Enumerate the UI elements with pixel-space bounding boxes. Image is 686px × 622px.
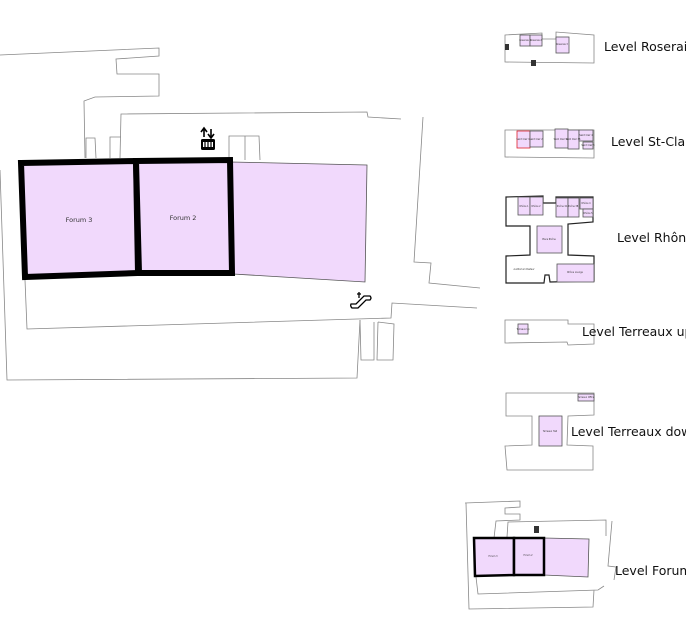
elevator-icon <box>531 60 536 66</box>
room-label: Rhône 4 <box>581 202 591 205</box>
room-label: Saint Clair 1 <box>516 138 530 141</box>
room-label: Auditorium Pasteur <box>514 268 535 271</box>
room-label: Rhône Lounge <box>567 271 583 274</box>
room-label: Saint Clair 3A <box>554 138 569 141</box>
room[interactable] <box>517 323 529 335</box>
room-forum-2[interactable] <box>512 536 546 577</box>
room[interactable] <box>529 130 544 148</box>
room-label: Saint Clair 4 <box>579 134 593 137</box>
level-label[interactable]: Level Terreaux down <box>571 424 686 439</box>
room-label: Rhône 5 <box>583 212 593 215</box>
room-label: Roseraie 2 <box>530 39 542 42</box>
room[interactable] <box>555 36 570 54</box>
room[interactable] <box>582 141 594 150</box>
room-label: Forum 2 <box>170 214 197 222</box>
level-label[interactable]: Level Forum <box>615 563 686 578</box>
room[interactable] <box>582 208 594 218</box>
room-label: Saint Clair 2 <box>529 138 543 141</box>
level-label[interactable]: Level Rhône <box>617 230 686 245</box>
room[interactable] <box>567 197 580 218</box>
level-roseraie[interactable]: Roseraie 1 Roseraie 2 Roseraie 3 Level R… <box>504 31 686 66</box>
room-label: Forum 3 <box>66 216 93 224</box>
room-label: Saint Clair 3B <box>566 138 581 141</box>
building-outline <box>0 47 481 381</box>
room-label: Rhône 3A <box>557 205 568 208</box>
room-forum-2[interactable] <box>132 156 236 276</box>
level-label[interactable]: Level Roseraie <box>604 39 686 54</box>
level-terreaux-down[interactable]: Terreaux Office Terreaux Hall Level Terr… <box>504 392 686 471</box>
main-floor-map[interactable]: Forum 3 Forum 2 <box>0 47 481 381</box>
level-label[interactable]: Level Terreaux up <box>582 324 686 339</box>
room-label: Roseraie 1 <box>519 39 531 42</box>
room-forum-1[interactable] <box>230 161 368 283</box>
elevator-icon <box>534 526 539 533</box>
room-label: Rhône 3B <box>568 205 579 208</box>
level-rhone[interactable]: Rhône 1 Rhône 2 Rhône 3A Rhône 3B Rhône … <box>505 195 686 284</box>
room[interactable] <box>529 34 543 47</box>
escalator-icon <box>350 292 372 309</box>
room-label: Terreaux Up <box>516 328 530 331</box>
room-label: Roseraie 3 <box>556 43 568 46</box>
room[interactable] <box>538 415 563 447</box>
room-label: Saint Clair 5 <box>581 144 595 147</box>
room-label: Forum 2 <box>523 554 533 557</box>
room[interactable] <box>529 196 544 216</box>
room-label: Rhône 2 <box>531 205 541 208</box>
level-forum[interactable]: Forum 3 Forum 2 Level Forum <box>464 500 686 610</box>
level-label[interactable]: Level St-Clair <box>611 134 686 149</box>
room[interactable] <box>556 263 595 283</box>
level-st-clair[interactable]: Saint Clair 1 Saint Clair 2 Saint Clair … <box>504 128 686 159</box>
room-forum-1[interactable] <box>543 537 590 578</box>
room-label: Rhône 1 <box>519 205 529 208</box>
room[interactable] <box>577 393 595 402</box>
room-label: Place Rhône <box>542 238 556 241</box>
room-label: Terreaux Hall <box>543 430 558 433</box>
room[interactable] <box>578 129 594 142</box>
room-label: Forum 3 <box>488 555 498 558</box>
elevator-icon <box>200 126 215 150</box>
elevator-icon <box>505 44 509 50</box>
room[interactable] <box>536 225 563 254</box>
room-label: Terreaux Office <box>578 396 595 399</box>
wall-stub <box>85 135 395 361</box>
level-terreaux-up[interactable]: Terreaux Up Level Terreaux up <box>504 319 686 346</box>
